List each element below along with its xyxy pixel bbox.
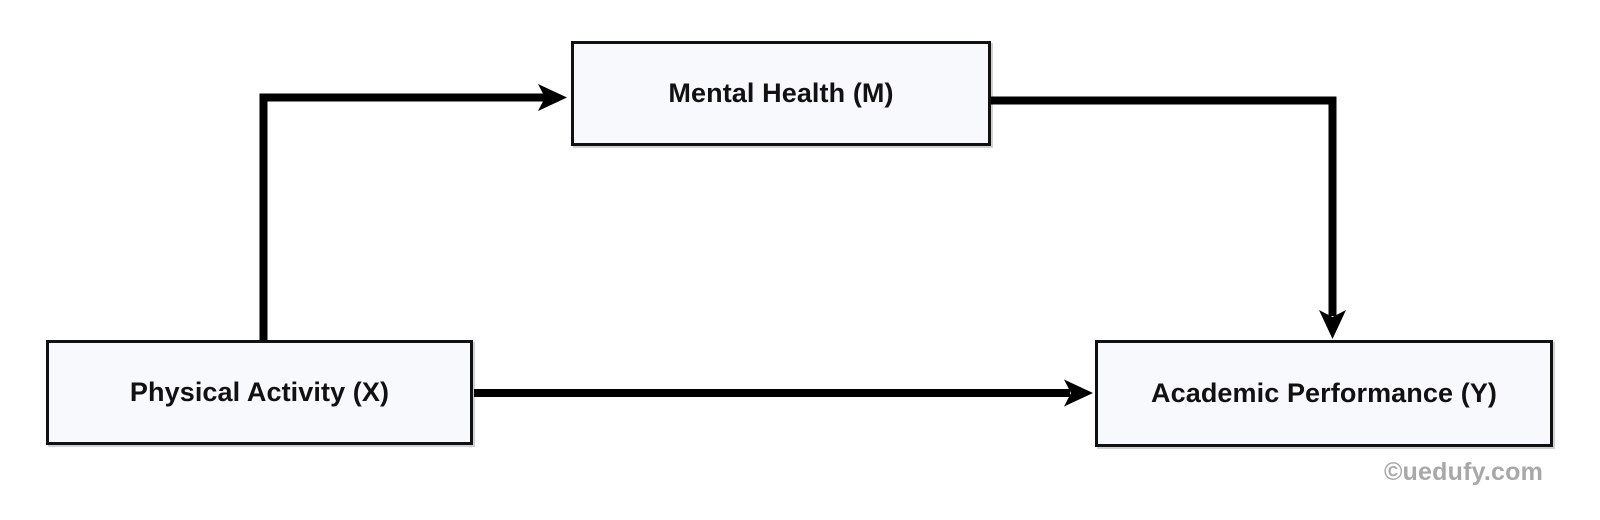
edge-x-to-m xyxy=(259,84,567,344)
edge-m-to-y-line xyxy=(989,96,1337,316)
edge-x-to-y xyxy=(474,379,1093,407)
node-mental-health[interactable]: Mental Health (M) xyxy=(571,41,991,146)
watermark-text: ©uedufy.com xyxy=(1383,458,1543,486)
edge-x-to-m-arrowhead-icon xyxy=(538,84,567,111)
node-mental-health-label: Mental Health (M) xyxy=(668,78,894,108)
node-physical-activity[interactable]: Physical Activity (X) xyxy=(46,340,473,445)
node-academic-performance[interactable]: Academic Performance (Y) xyxy=(1095,340,1553,447)
edge-m-to-y xyxy=(989,96,1346,339)
edge-x-to-y-arrowhead-icon xyxy=(1064,379,1093,407)
node-physical-activity-label: Physical Activity (X) xyxy=(129,377,390,407)
edge-m-to-y-arrowhead-icon xyxy=(1319,310,1346,339)
node-academic-performance-label: Academic Performance (Y) xyxy=(1150,378,1498,408)
edge-x-to-m-line xyxy=(259,93,545,344)
